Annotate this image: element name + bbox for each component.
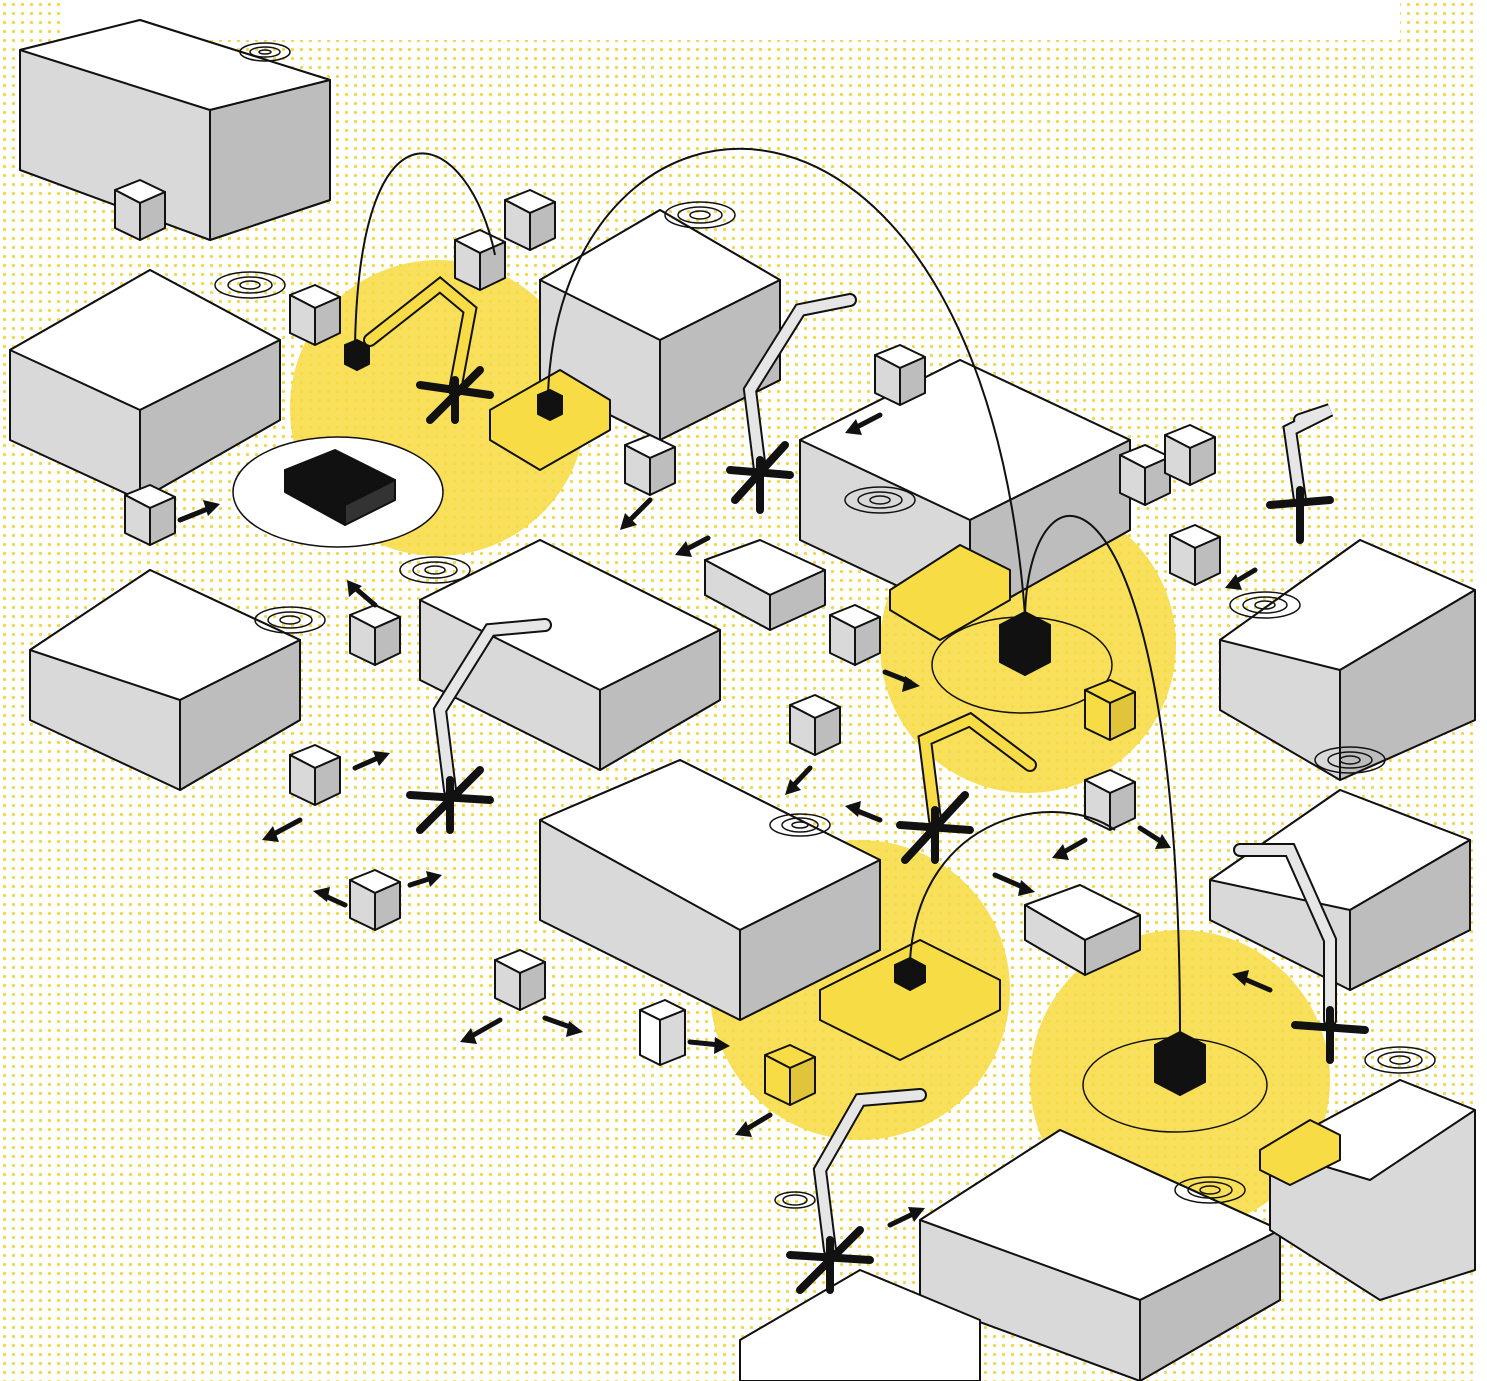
product-box-icon: [895, 958, 925, 990]
agv-cart-icon: [830, 605, 880, 665]
agv-cart-icon: [115, 180, 165, 240]
agv-cart-icon: [350, 605, 400, 665]
top-white-margin: [60, 0, 1400, 40]
agv-cart-icon: [1165, 425, 1215, 485]
product-box-icon: [1000, 612, 1050, 675]
agv-cart-icon: [1085, 770, 1135, 830]
agv-cart-icon: [640, 1000, 685, 1065]
agv-cart-icon: [765, 1045, 815, 1105]
agv-cart-icon: [1085, 680, 1135, 740]
agv-cart-icon: [290, 285, 340, 345]
product-box-icon: [1155, 1032, 1205, 1095]
agv-cart-icon: [455, 230, 505, 290]
agv-cart-icon: [790, 695, 840, 755]
agv-cart-icon: [875, 345, 925, 405]
agv-cart-icon: [1120, 445, 1170, 505]
agv-cart-icon: [290, 745, 340, 805]
agv-cart-icon: [505, 190, 555, 250]
agv-cart-icon: [1170, 525, 1220, 585]
product-box-icon: [538, 390, 562, 420]
right-white-margin: [1475, 0, 1487, 1381]
agv-cart-icon: [350, 870, 400, 930]
product-box-icon: [345, 340, 369, 370]
agv-cart-icon: [125, 485, 175, 545]
agv-cart-icon: [495, 950, 545, 1010]
agv-cart-icon: [625, 435, 675, 495]
